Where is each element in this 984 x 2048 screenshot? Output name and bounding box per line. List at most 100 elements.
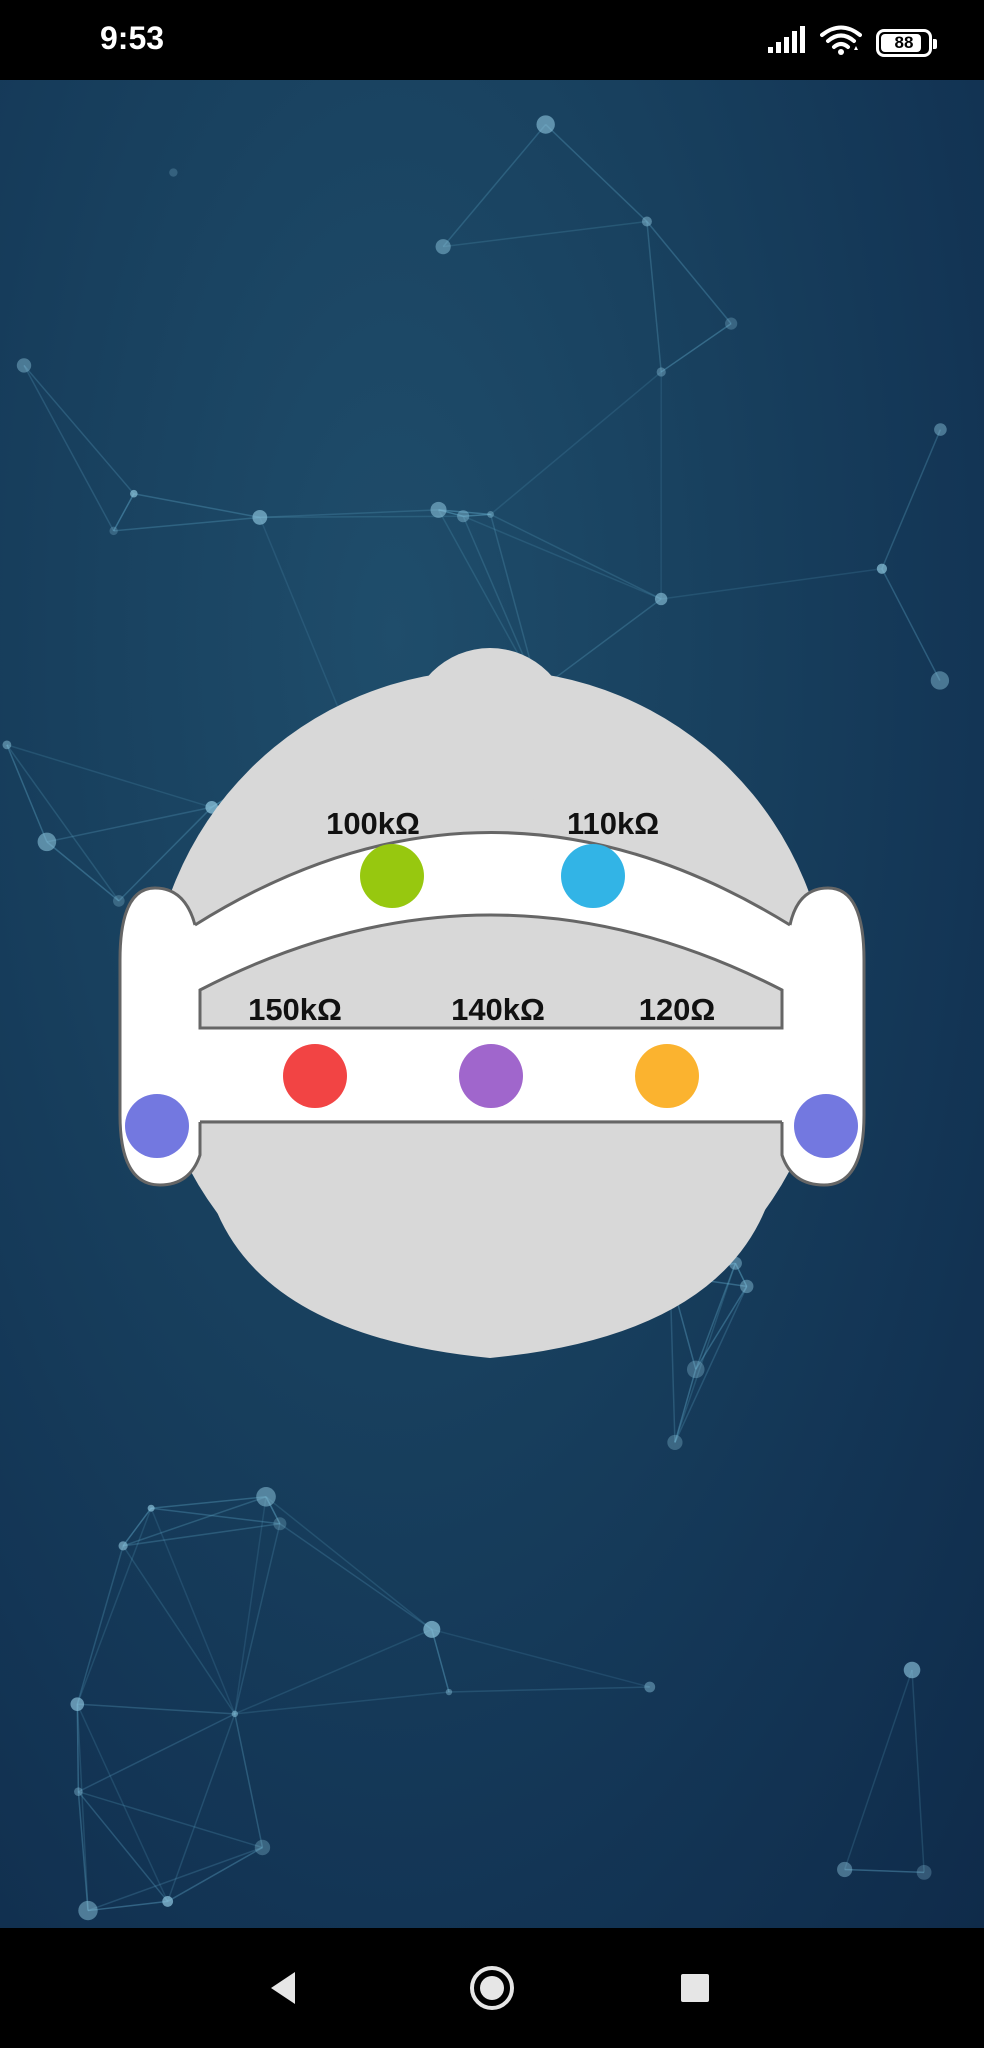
network-line [23,365,115,532]
network-line [76,1545,124,1705]
network-line [660,322,732,373]
network-line [674,1369,697,1443]
nose-shape [408,648,572,812]
network-node [934,423,947,436]
network-line [674,1263,737,1443]
network-node [70,1697,85,1711]
network-node [457,510,470,523]
network-node [78,1900,98,1921]
network-node [536,115,555,134]
network-node [656,367,666,377]
electrode-front-right[interactable] [561,844,625,908]
network-node [2,740,12,750]
network-line [448,1686,650,1693]
network-node [667,1434,683,1451]
battery-icon: 88 [876,28,937,57]
electrode-mid-center[interactable] [459,1044,523,1108]
network-line [133,492,260,519]
home-icon [470,1966,514,2010]
electrode-mid-right[interactable] [635,1044,699,1108]
network-line [234,1523,281,1715]
network-node [644,1681,656,1693]
network-line [87,1900,168,1912]
network-node [837,1861,853,1878]
network-line [122,1496,267,1547]
network-line [122,1545,236,1715]
network-line [151,1496,267,1509]
network-node [254,1839,271,1856]
network-line [545,123,648,223]
status-time: 9:53 [100,20,165,56]
network-line [259,509,439,519]
network-line [674,1286,748,1443]
signal-icon [766,25,806,60]
network-line [167,1846,263,1903]
home-button[interactable] [462,1958,522,2018]
network-node [435,239,451,255]
electrode-ear-right[interactable] [794,1094,858,1158]
electrode-label-front-right: 110kΩ [567,806,659,841]
network-node [876,563,888,574]
network-node [169,168,178,177]
network-line [87,1846,263,1912]
electrode-label-mid-center: 140kΩ [451,992,545,1027]
network-node [641,216,652,227]
navigation-bar [0,1928,984,2048]
network-node [113,895,125,907]
network-line [113,516,260,532]
wifi-icon [820,24,862,61]
network-line [77,1703,235,1715]
network-line [122,1507,152,1547]
front-band-outline [194,831,791,927]
electrode-mid-left[interactable] [283,1044,347,1108]
network-line [431,1628,650,1688]
network-line [734,1262,748,1287]
network-line [438,509,491,516]
electrode-label-front-left: 100kΩ [326,806,420,841]
electrode-label-mid-right: 120Ω [639,992,716,1027]
network-line [695,1262,737,1370]
electrode-front-left[interactable] [360,844,424,908]
network-line [76,1704,89,1911]
network-line [843,1669,913,1870]
network-node [903,1661,921,1679]
network-line [77,1791,89,1911]
recents-icon [681,1974,709,2002]
network-line [76,1704,80,1792]
network-line [234,1628,433,1715]
network-line [646,221,662,373]
electrode-label-mid-left: 150kΩ [248,992,342,1027]
network-node [147,1504,155,1512]
network-node [256,1486,276,1507]
network-line [46,841,120,902]
network-node [487,511,494,518]
network-line [166,1713,236,1902]
network-line [77,1791,169,1902]
network-line [661,567,883,600]
network-node [231,1710,239,1718]
network-line [442,124,547,248]
battery-level: 88 [894,32,914,52]
network-line [911,1669,925,1873]
network-line [881,429,942,570]
network-line [78,1713,236,1793]
network-line [6,744,212,809]
network-line [76,1703,169,1902]
network-node [162,1896,174,1907]
back-button[interactable] [255,1958,315,2018]
network-node [686,1360,705,1379]
network-node [740,1279,754,1294]
network-line [265,1496,433,1631]
recents-button[interactable] [665,1958,725,2018]
status-icons: 88 [766,24,937,61]
electrode-ear-left[interactable] [125,1094,189,1158]
inner-panel [198,913,784,1030]
network-node [430,501,447,518]
network-node [16,358,32,373]
network-line [122,1523,280,1547]
network-line [259,515,464,519]
network-node [37,832,57,852]
head-diagram: 100kΩ 110kΩ 150kΩ 140kΩ 120Ω [118,648,866,1358]
network-line [23,364,135,495]
network-line [537,598,662,692]
